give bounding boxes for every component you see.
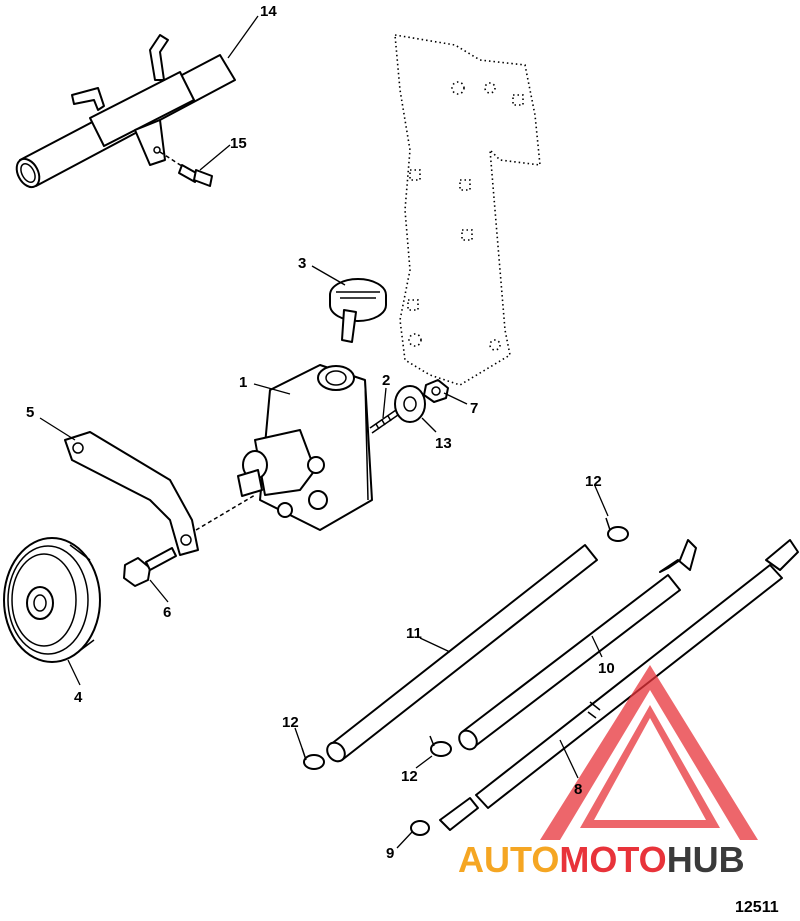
bolt-part-15 — [159, 151, 213, 187]
hose-part-8 — [439, 539, 799, 831]
callout-15: 15 — [230, 135, 247, 152]
spacer-part-13 — [394, 385, 426, 423]
callout-11: 11 — [406, 625, 422, 642]
figure-number: 12511 — [735, 899, 779, 916]
pulley-part-4 — [3, 537, 101, 663]
callout-8: 8 — [574, 781, 582, 798]
callout-4: 4 — [74, 689, 83, 706]
reservoir-cap-part-3 — [329, 278, 387, 343]
callout-2: 2 — [382, 372, 390, 389]
o-ring-part-9 — [410, 820, 430, 836]
callout-14: 14 — [260, 3, 277, 20]
power-steering-pump-part-1 — [237, 364, 373, 531]
stud-part-2 — [369, 409, 399, 434]
nut-part-7 — [423, 379, 449, 403]
callout-1: 1 — [239, 374, 247, 391]
callout-3: 3 — [298, 255, 306, 272]
callout-6: 6 — [163, 604, 171, 621]
engine-bracket-outline — [394, 34, 541, 386]
engine-bracket-holes — [407, 81, 524, 351]
callout-12b: 12 — [282, 714, 299, 731]
cooling-tube-part-14 — [15, 34, 236, 189]
hose-part-10 — [458, 539, 697, 751]
bolt-part-6 — [123, 547, 177, 587]
callout-9: 9 — [386, 845, 394, 862]
watermark-text: AUTOMOTOHUB — [458, 839, 745, 880]
watermark-logo — [540, 665, 758, 840]
callout-12a: 12 — [585, 473, 602, 490]
callout-10: 10 — [598, 660, 615, 677]
hose-clamps-part-12 — [301, 517, 629, 770]
callout-13: 13 — [435, 435, 452, 452]
callout-labels: 1 2 3 4 5 6 7 8 9 10 11 12 12 12 13 14 1… — [26, 3, 615, 862]
callout-7: 7 — [470, 400, 478, 417]
leader-lines — [39, 15, 609, 849]
callout-12c: 12 — [401, 768, 418, 785]
callout-5: 5 — [26, 404, 34, 421]
hose-part-11 — [326, 544, 598, 763]
pump-bracket-part-5 — [64, 431, 256, 556]
